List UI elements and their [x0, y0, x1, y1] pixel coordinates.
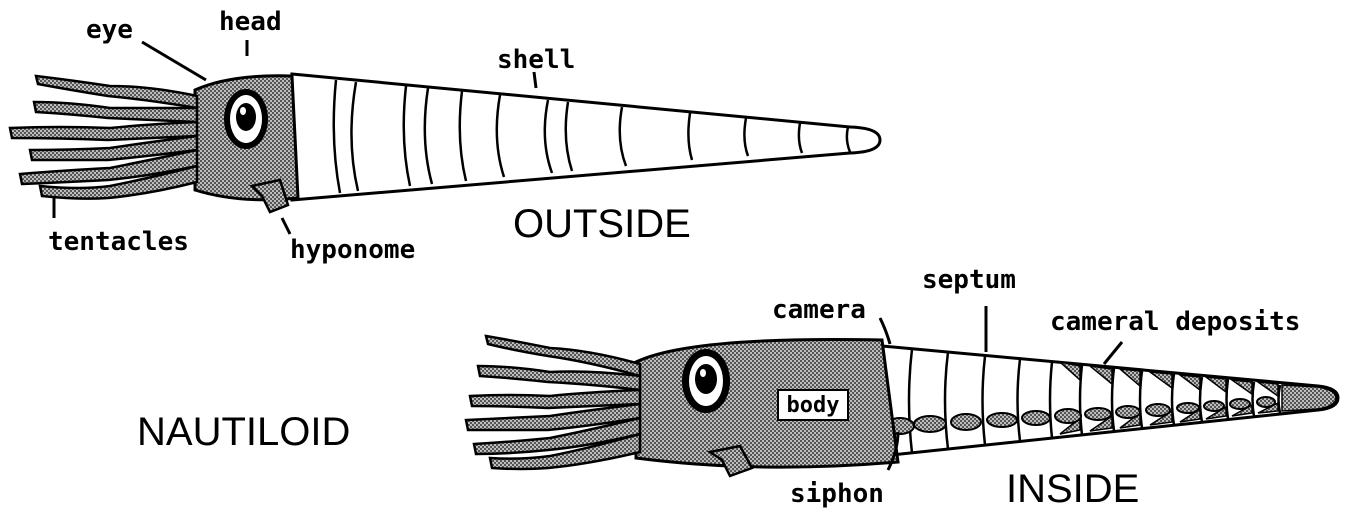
- outside-view: eye head shell tentacles hyponome OUTSID…: [10, 7, 880, 265]
- hyponome-leader: [282, 218, 290, 234]
- inside-eye: [682, 349, 730, 413]
- eye-label: eye: [86, 15, 133, 45]
- inside-body: [636, 339, 898, 467]
- head-label: head: [219, 7, 282, 37]
- inside-view: body camera septum cameral deposits siph…: [466, 265, 1338, 511]
- shell-label: shell: [497, 45, 575, 75]
- inside-tentacles: [466, 336, 640, 469]
- outside-shell: [292, 74, 880, 200]
- cameral-deposits-leader: [1104, 342, 1122, 364]
- outside-caption: OUTSIDE: [513, 202, 691, 246]
- hyponome-label: hyponome: [290, 235, 415, 265]
- cameral-deposits-label: cameral deposits: [1050, 307, 1300, 337]
- septum-label: septum: [922, 265, 1016, 295]
- siphon-label: siphon: [790, 479, 884, 509]
- inside-caption: INSIDE: [1006, 467, 1139, 511]
- eye-leader: [142, 42, 206, 80]
- tentacles-label: tentacles: [48, 227, 189, 257]
- body-label: body: [787, 393, 840, 418]
- diagram-title: NAUTILOID: [137, 410, 350, 454]
- outside-eye: [224, 89, 268, 149]
- outside-tentacles: [10, 76, 197, 199]
- camera-label: camera: [772, 295, 866, 325]
